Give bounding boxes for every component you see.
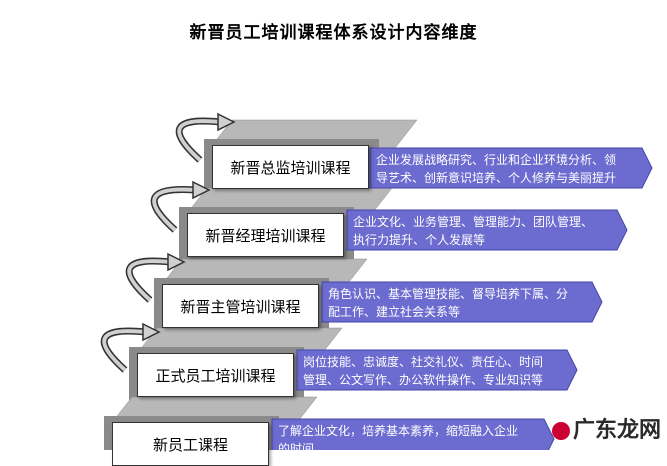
course-label-3: 新晋主管培训课程 bbox=[162, 284, 319, 328]
course-description-3: 角色认识、基本管理技能、督导培养下属、分配工作、建立社会关系等 bbox=[322, 282, 592, 322]
course-label-4: 正式员工培训课程 bbox=[137, 353, 294, 397]
course-description-2: 企业文化、业务管理、管理能力、团队管理、执行力提升、个人发展等 bbox=[347, 210, 617, 250]
progress-arrow-fill-1 bbox=[177, 119, 221, 162]
course-label-5: 新员工课程 bbox=[112, 422, 269, 466]
arrow-head-icon bbox=[192, 180, 211, 200]
description-line: 执行力提升、个人发展等 bbox=[353, 233, 486, 247]
description-line: 管理、公文写作、办公软件操作、专业知识等 bbox=[303, 373, 544, 387]
arrow-head-icon bbox=[142, 322, 161, 342]
description-line: 的时间 bbox=[278, 442, 315, 456]
watermark: 广东龙网 bbox=[551, 412, 661, 444]
description-panel-2 bbox=[346, 209, 628, 251]
course-description-1: 企业发展战略研究、行业和企业环境分析、领导艺术、创新意识培养、个人修养与美丽提升 bbox=[370, 148, 642, 188]
page-title: 新晋员工培训课程体系设计内容维度 bbox=[189, 23, 478, 43]
description-panel-1 bbox=[369, 147, 653, 189]
description-panel-4 bbox=[296, 349, 578, 391]
watermark-text: 广东龙网 bbox=[572, 417, 661, 443]
description-line: 企业发展战略研究、行业和企业环境分析、领 bbox=[376, 153, 617, 167]
arrow-head-icon bbox=[167, 252, 186, 272]
watermark-logo-icon bbox=[551, 422, 570, 440]
course-description-4: 岗位技能、忠诚度、社交礼仪、责任心、时间管理、公文写作、办公软件操作、专业知识等 bbox=[297, 350, 567, 390]
course-label-2: 新晋经理培训课程 bbox=[187, 213, 344, 257]
description-panel-3 bbox=[321, 281, 603, 323]
description-line: 导艺术、创新意识培养、个人修养与美丽提升 bbox=[376, 171, 617, 185]
course-description-5: 了解企业文化，培养基本素养，缩短融入企业的时间 bbox=[272, 419, 544, 459]
description-line: 企业文化、业务管理、管理能力、团队管理、 bbox=[353, 215, 594, 229]
description-panel-5 bbox=[271, 418, 555, 450]
description-line: 配工作、建立社会关系等 bbox=[328, 305, 461, 319]
course-label-1: 新晋总监培训课程 bbox=[212, 145, 369, 189]
progress-arrow-fill-2 bbox=[152, 187, 196, 232]
description-line: 岗位技能、忠诚度、社交礼仪、责任心、时间 bbox=[303, 355, 544, 369]
description-line: 角色认识、基本管理技能、督导培养下属、分 bbox=[328, 287, 569, 301]
arrow-head-icon bbox=[217, 112, 236, 132]
progress-arrow-fill-4 bbox=[102, 329, 146, 372]
description-line: 了解企业文化，培养基本素养，缩短融入企业 bbox=[278, 424, 519, 438]
progress-arrow-fill-3 bbox=[127, 259, 171, 302]
